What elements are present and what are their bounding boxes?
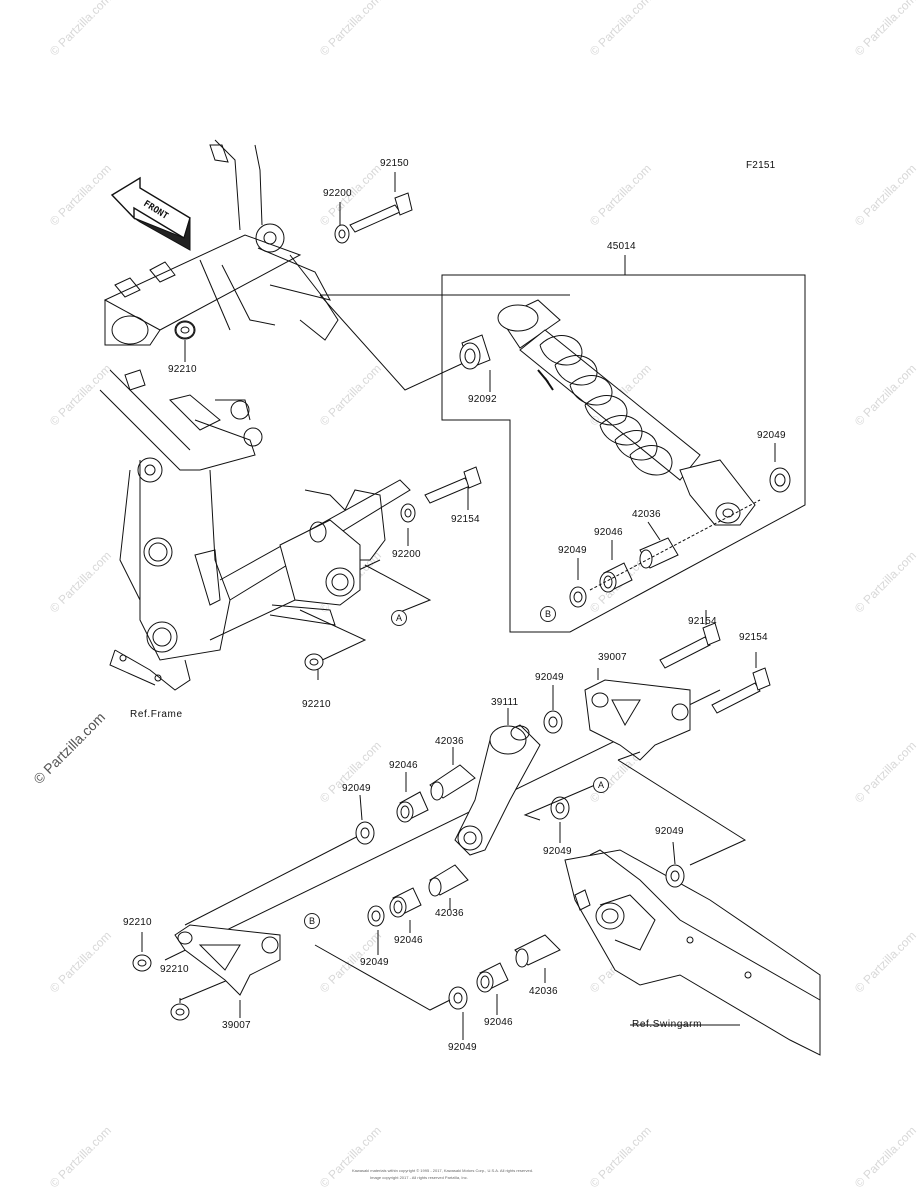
part-label-42036[interactable]: 42036 (435, 908, 464, 919)
shock-absorber-drawing (459, 299, 791, 608)
ref-swingarm-label: Ref.Swingarm (632, 1019, 702, 1030)
upper-hardware-drawing (175, 192, 482, 671)
part-label-92049[interactable]: 92049 (757, 430, 786, 441)
part-label-92210[interactable]: 92210 (160, 964, 189, 975)
figure-code: F2151 (746, 160, 776, 171)
part-label-92049[interactable]: 92049 (543, 846, 572, 857)
part-label-92154[interactable]: 92154 (688, 616, 717, 627)
part-label-92049[interactable]: 92049 (360, 957, 389, 968)
part-label-92049[interactable]: 92049 (655, 826, 684, 837)
part-label-92049[interactable]: 92049 (448, 1042, 477, 1053)
part-label-42036[interactable]: 42036 (435, 736, 464, 747)
callout-a: A (593, 777, 609, 793)
part-label-42036[interactable]: 42036 (529, 986, 558, 997)
footer-copyright: Kawasaki materials within copyright © 19… (352, 1168, 534, 1173)
part-label-92046[interactable]: 92046 (594, 527, 623, 538)
part-label-45014[interactable]: 45014 (607, 241, 636, 252)
callout-b: B (304, 913, 320, 929)
part-label-92046[interactable]: 92046 (389, 760, 418, 771)
part-label-92210[interactable]: 92210 (168, 364, 197, 375)
part-label-92092[interactable]: 92092 (468, 394, 497, 405)
callout-b: B (540, 606, 556, 622)
callout-a: A (391, 610, 407, 626)
part-label-42036[interactable]: 42036 (632, 509, 661, 520)
part-label-92154[interactable]: 92154 (451, 514, 480, 525)
front-arrow-icon: FRONT (110, 176, 191, 251)
linkage-drawing (132, 610, 821, 1056)
part-label-39007[interactable]: 39007 (222, 1020, 251, 1031)
part-label-39111[interactable]: 39111 (491, 697, 519, 708)
part-label-39007[interactable]: 39007 (598, 652, 627, 663)
part-label-92154[interactable]: 92154 (739, 632, 768, 643)
part-label-92049[interactable]: 92049 (535, 672, 564, 683)
part-label-92049[interactable]: 92049 (342, 783, 371, 794)
part-label-92200[interactable]: 92200 (323, 188, 352, 199)
part-label-92200[interactable]: 92200 (392, 549, 421, 560)
leader-lines-upper (184, 172, 806, 680)
ref-frame-label: Ref.Frame (130, 709, 183, 720)
frame-drawing (99, 139, 411, 691)
part-label-92046[interactable]: 92046 (394, 935, 423, 946)
part-label-92049[interactable]: 92049 (558, 545, 587, 556)
part-label-92150[interactable]: 92150 (380, 158, 409, 169)
part-label-92210[interactable]: 92210 (123, 917, 152, 928)
part-label-92046[interactable]: 92046 (484, 1017, 513, 1028)
footer-copyright-2: Image copyright 2017 - All rights reserv… (370, 1175, 468, 1180)
part-label-92210[interactable]: 92210 (302, 699, 331, 710)
